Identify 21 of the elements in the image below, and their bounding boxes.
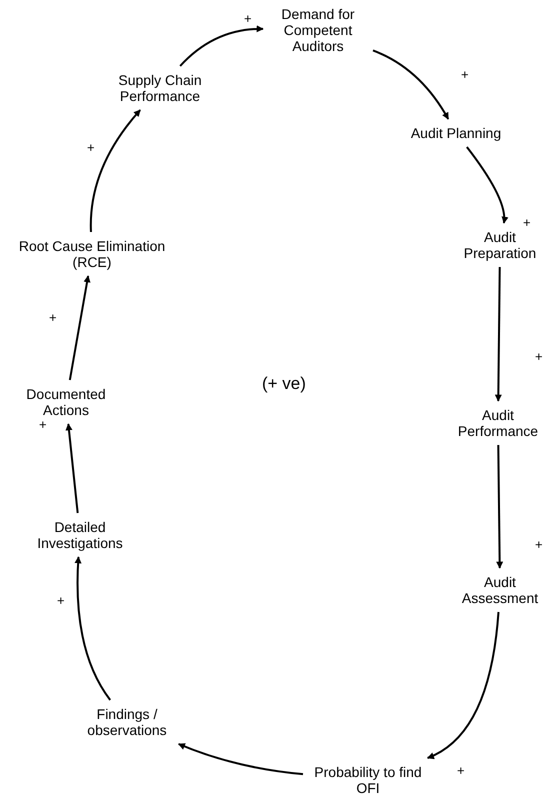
variable-label: Audit Performance (448, 401, 548, 445)
arrow (427, 612, 500, 759)
arrow (372, 50, 450, 120)
arrow (74, 556, 112, 701)
variable-label: Detailed Investigations (15, 513, 145, 557)
variable-label: Findings / observations (67, 700, 187, 744)
variable-label: Probability to find OFI (303, 758, 433, 802)
arrow (179, 26, 264, 67)
arrow (496, 444, 504, 569)
variable-label: Root Cause Elimination (RCE) (0, 232, 187, 276)
arrow (68, 275, 90, 380)
arrow (466, 146, 508, 224)
loop-polarity-label: (+ ve) (262, 374, 306, 394)
arrow (494, 266, 502, 402)
arrow (178, 743, 304, 776)
arrow (90, 109, 141, 232)
variable-label: Demand for Competent Auditors (263, 0, 373, 60)
variable-label: Audit Assessment (450, 568, 550, 612)
variable-label: Supply Chain Performance (95, 66, 225, 110)
arrow (66, 423, 79, 514)
variable-label: Audit Planning (396, 119, 516, 147)
